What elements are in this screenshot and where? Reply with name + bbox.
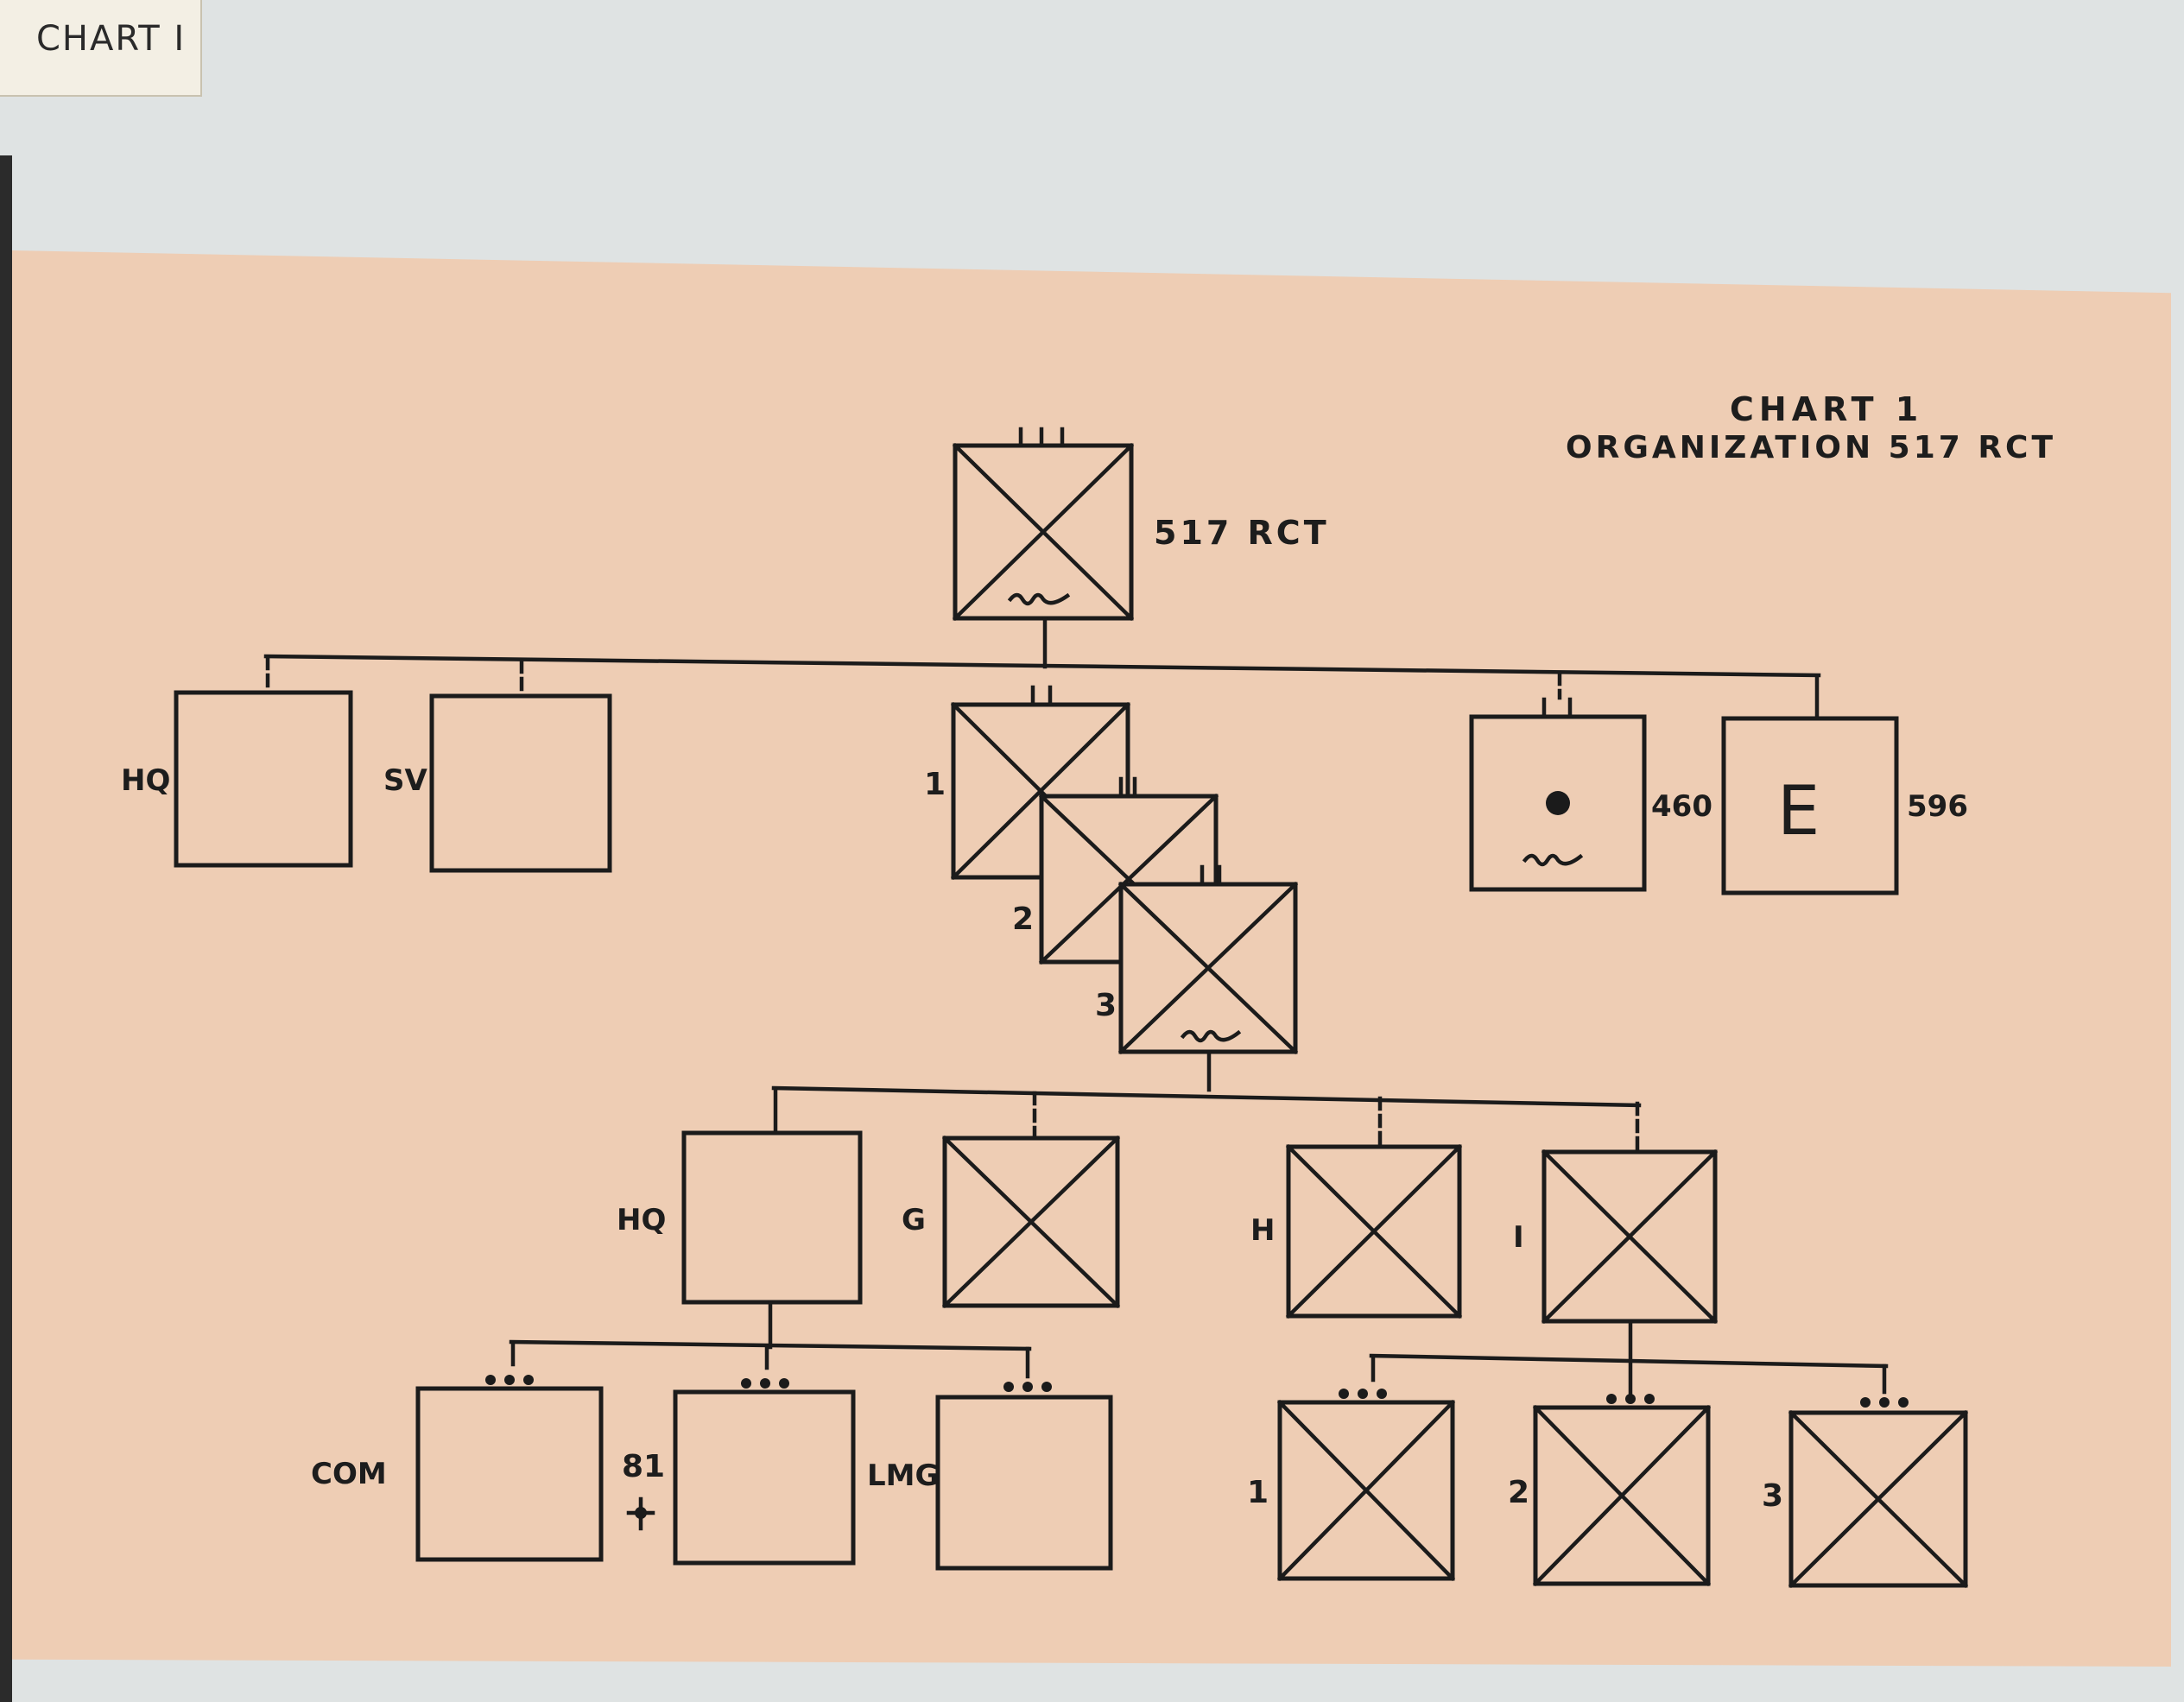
engineer-symbol: E (1777, 773, 1820, 851)
platoon-lmg-label: LMG (867, 1458, 939, 1493)
tab-label: CHART I (36, 19, 187, 59)
company-i-box (1541, 1148, 1719, 1325)
battalion-hq-box (681, 1130, 863, 1305)
battalion-hq-label: HQ (617, 1203, 666, 1237)
battalion-2-label: 2 (1012, 902, 1034, 937)
battalion-bus (771, 1085, 1642, 1108)
regiment-label: 517 RCT (1154, 514, 1330, 552)
platoon-com-box (415, 1375, 604, 1562)
rifle-platoon-3-label: 3 (1762, 1478, 1783, 1514)
rifle-platoon-1-label: 1 (1247, 1475, 1269, 1510)
service-company-box (429, 693, 612, 873)
hq-bus (509, 1339, 1032, 1351)
rifle-platoon-2-box (1532, 1394, 1712, 1587)
binder-strip (0, 155, 12, 1702)
platoon-81-label: 81 (622, 1449, 665, 1484)
chart-title-line2: ORGANIZATION 517 RCT (1566, 430, 2056, 465)
regiment-drops (265, 655, 1820, 719)
company-i-label: I (1513, 1220, 1524, 1255)
rifle-platoon-1-box (1276, 1389, 1456, 1582)
engineer-label: 596 (1907, 789, 1968, 824)
battalion-drops (773, 1087, 1640, 1155)
engineer-box (1721, 716, 1899, 895)
rifle-platoon-2-label: 2 (1508, 1475, 1529, 1510)
company-g-label: G (902, 1203, 926, 1237)
hq-drops (510, 1341, 1030, 1379)
hq-company-label: HQ (121, 763, 170, 798)
service-company-label: SV (383, 763, 427, 798)
artillery-label: 460 (1651, 789, 1712, 824)
artillery-dot-icon (1546, 791, 1570, 815)
company-h-label: H (1250, 1213, 1275, 1248)
rifle-platoon-3-box (1788, 1397, 1969, 1589)
chart-title-line1: CHART 1 (1730, 390, 1923, 428)
battalion-3-box (1117, 864, 1299, 1055)
company-h-box (1285, 1143, 1463, 1319)
company-i-bus (1369, 1353, 1889, 1369)
paper-tab: CHART I (0, 0, 202, 97)
mortar-icon (626, 1496, 655, 1531)
platoon-lmg-box (935, 1382, 1113, 1571)
regiment-box (952, 427, 1135, 622)
platoon-81-box (673, 1378, 856, 1566)
company-i-drops (1371, 1355, 1887, 1395)
hq-company-box (174, 690, 353, 868)
regiment-bus (263, 654, 1821, 678)
platoon-com-label: COM (311, 1457, 387, 1491)
battalion-3-label: 3 (1095, 988, 1117, 1023)
artillery-box (1469, 697, 1647, 892)
airborne-symbol (1007, 592, 1071, 606)
battalion-1-label: 1 (924, 767, 946, 802)
company-g-box (941, 1135, 1121, 1309)
